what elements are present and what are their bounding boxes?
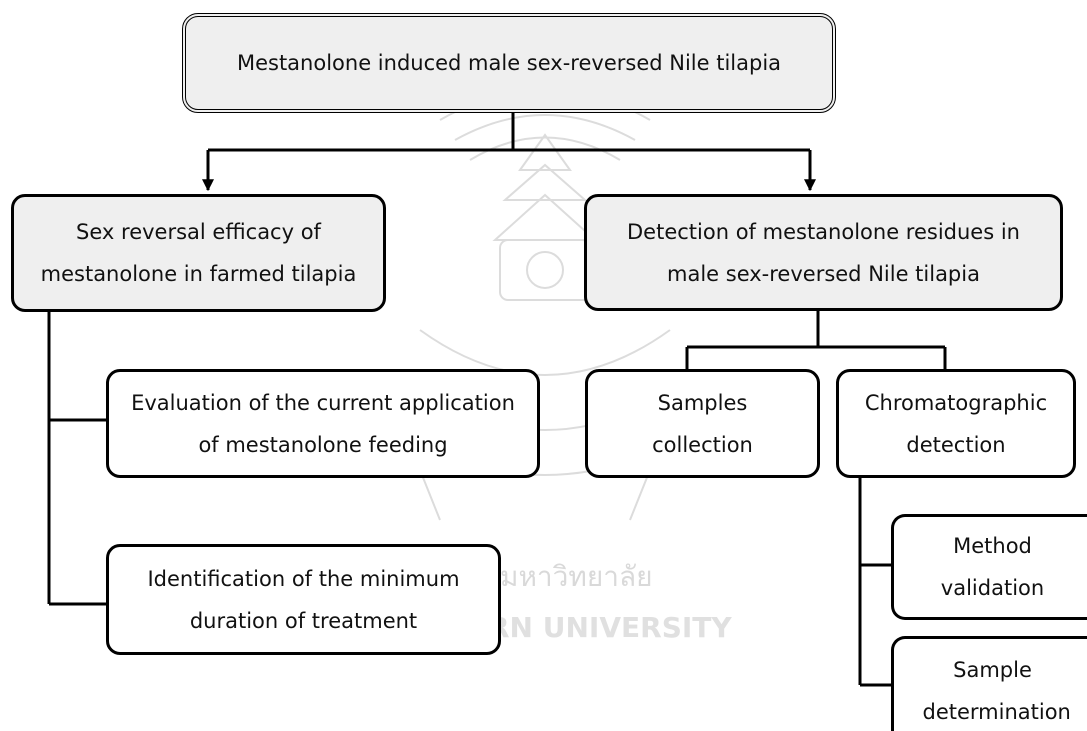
sample-determination-node: Sample determination: [891, 636, 1087, 731]
samples-collection-label: Samples collection: [652, 390, 753, 457]
right-branch-label: Detection of mestanolone residues in mal…: [627, 219, 1020, 286]
samples-collection-node: Samples collection: [585, 369, 820, 478]
left-branch-node: Sex reversal efficacy of mestanolone in …: [11, 194, 386, 312]
method-validation-node: Method validation: [891, 514, 1087, 620]
evaluation-node: Evaluation of the current application of…: [106, 369, 540, 478]
right-branch-node: Detection of mestanolone residues in mal…: [584, 194, 1063, 311]
identification-label: Identification of the minimum duration o…: [147, 566, 460, 633]
identification-node: Identification of the minimum duration o…: [106, 544, 501, 655]
root-node-label: Mestanolone induced male sex-reversed Ni…: [236, 51, 782, 75]
evaluation-label: Evaluation of the current application of…: [131, 390, 515, 457]
root-node: Mestanolone induced male sex-reversed Ni…: [182, 13, 836, 113]
method-validation-label: Method validation: [940, 534, 1045, 600]
chromatographic-node: Chromatographic detection: [836, 369, 1076, 478]
sample-determination-label: Sample determination: [922, 657, 1071, 724]
left-branch-label: Sex reversal efficacy of mestanolone in …: [40, 220, 357, 286]
chromatographic-label: Chromatographic detection: [864, 390, 1048, 457]
